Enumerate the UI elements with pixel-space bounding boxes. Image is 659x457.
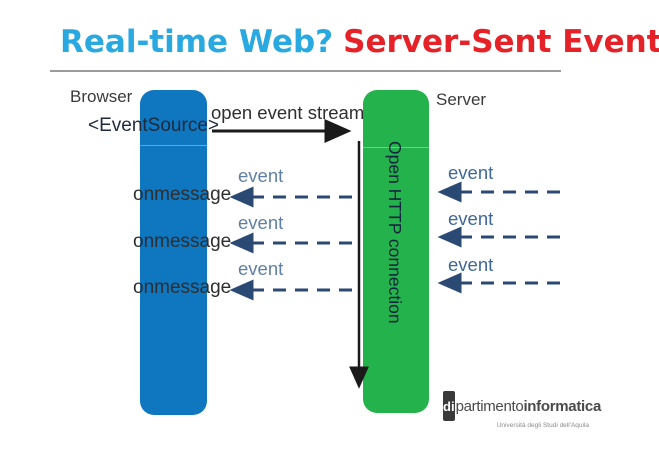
server-lifeline-bar [363,90,429,413]
onmessage-label-1: onmessage [133,184,232,205]
logo-name-bold: informatica [523,397,601,415]
onmessage-label-3: onmessage [133,277,232,298]
server-label: Server [436,90,487,109]
logo-name-regular: partimento [455,397,524,415]
event-label-to-server-2: event [448,208,494,229]
eventsource-label: <EventSource> [88,115,219,136]
event-label-to-server-1: event [448,162,494,183]
browser-lifeline-bar [140,90,207,415]
event-label-to-browser-1: event [238,165,284,186]
title-divider [50,70,561,72]
logo-wordmark: di partimentoinformatica [443,391,601,421]
browser-label: Browser [70,87,133,106]
title-part-cyan: Real-time Web? [60,24,334,60]
event-label-to-server-3: event [448,254,494,275]
department-logo: di partimentoinformatica Università degl… [443,391,601,429]
logo-name: partimentoinformatica [455,397,602,415]
logo-badge: di [443,391,455,421]
browser-bar-seam [140,145,207,146]
page-title: Real-time Web?Server-Sent Events [60,24,659,60]
server-bar-seam [363,147,429,148]
event-label-to-browser-3: event [238,258,284,279]
title-part-red: Server-Sent Events [343,24,659,60]
open-http-connection-label: Open HTTP connection [385,141,405,324]
open-event-stream-label: open event stream [211,102,365,123]
logo-tagline: Università degli Studi dell'Aquila [496,422,589,429]
onmessage-label-2: onmessage [133,231,232,252]
event-label-to-browser-2: event [238,212,284,233]
